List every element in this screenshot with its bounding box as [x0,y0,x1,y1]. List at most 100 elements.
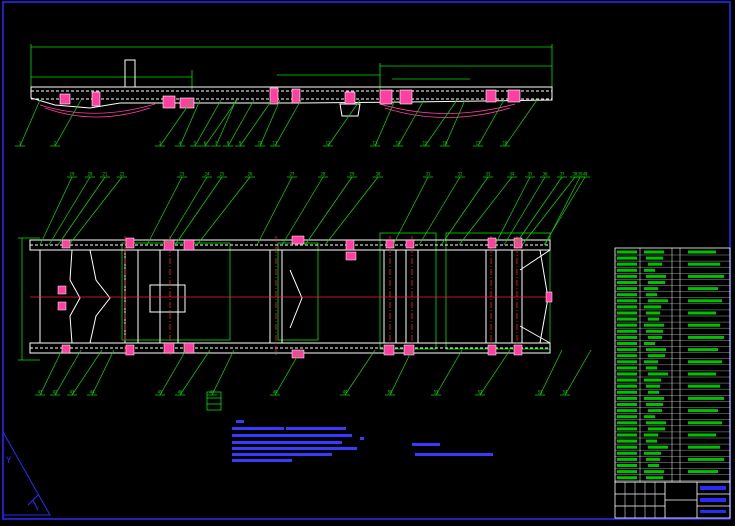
parts-cell-material [688,335,724,339]
parts-cell-name [644,451,661,455]
side-balloon-leader [227,99,255,147]
parts-cell-material [688,311,716,315]
parts-cell-material [688,445,720,449]
parts-cell-code [617,390,637,394]
bottom-balloon-label: 45 [158,390,163,395]
parts-cell-name [646,311,660,315]
side-balloon-leader [397,99,425,147]
parts-cell-code [617,281,637,284]
parts-cell-code [617,409,637,413]
parts-cell-code [617,396,637,400]
parts-cell-code [617,323,637,327]
technical-notes [232,420,493,462]
parts-cell-name [646,366,657,370]
parts-cell-name [646,293,657,297]
bottom-balloon-leader [479,349,511,396]
side-balloon-leader [194,99,222,147]
parts-cell-name [648,317,659,321]
parts-cell-code [617,384,637,388]
bottom-balloon-label: 44 [90,390,95,395]
parts-cell-name [646,256,663,260]
parts-cell-material [688,372,716,376]
parts-cell-code [617,250,637,254]
parts-cell-name [644,396,664,400]
side-balloon-label: 5 [194,141,197,146]
side-balloon-leader [259,99,281,147]
top-balloon-label: 19 [70,172,75,177]
parts-cell-code [617,305,637,309]
parts-cell-name [644,378,661,382]
side-balloon-leader [374,99,396,147]
bottom-balloon-label: 48 [273,390,278,395]
parts-cell-code [617,421,637,425]
bottom-balloon-leader [159,349,187,396]
parts-cell-material [688,384,720,388]
top-balloon-label: 21 [103,172,108,177]
top-balloon-label: 34 [510,172,515,177]
parts-cell-name [648,262,662,266]
parts-cell-code [617,293,637,297]
parts-cell-material [688,348,718,352]
side-balloon-label: 13 [373,141,378,146]
top-balloon-leader [57,176,106,246]
bottom-balloon-leader [539,349,563,396]
bottom-balloon-leader [91,349,115,396]
parts-cell-code [617,378,637,382]
parts-cell-material [688,457,724,461]
side-balloon-leader [504,99,538,147]
top-balloon-leader [440,176,489,246]
parts-cell-material [688,274,724,278]
parts-cell-name [646,421,666,425]
side-balloon-leader [274,99,302,147]
top-balloon-leader [543,176,586,246]
parts-cell-code [617,415,637,419]
parts-cell-code [617,256,637,260]
top-balloon-label: 31 [426,172,431,177]
parts-cell-code [617,299,637,303]
top-balloon-leader [146,176,183,246]
parts-cell-name [648,390,659,394]
top-balloon-leader [304,176,353,246]
side-balloon-label: 7 [215,141,218,146]
top-balloon-leader [68,176,123,246]
parts-cell-name [648,445,668,449]
side-balloon-label: 11 [273,141,278,146]
parts-cell-name [646,348,666,352]
top-balloon-label: 24 [205,172,210,177]
top-balloon-label: 35 [528,172,533,177]
parts-cell-name [644,268,655,272]
parts-cell-name [646,384,660,388]
parts-cell-name [644,287,658,291]
side-balloon-label: 6 [204,141,207,146]
parts-cell-code [617,329,637,333]
top-balloon-leader [165,176,208,246]
top-balloon-label: 22 [120,172,125,177]
parts-cell-code [617,464,637,467]
side-balloon-leader [327,99,361,147]
parts-cell-name [644,433,658,437]
bottom-balloon-label: 52 [478,390,483,395]
parts-cell-code [617,451,637,455]
parts-cell-name [644,470,664,474]
parts-cell-name [646,457,660,461]
top-balloon-leader [281,176,324,246]
parts-cell-material [688,470,718,474]
top-balloon-leader [324,176,379,246]
parts-cell-code [617,445,637,449]
top-balloon-leader [521,176,576,246]
parts-cell-code [617,360,637,364]
parts-cell-name [648,299,668,303]
side-balloon-label: 8 [227,141,230,146]
top-balloon-leader [418,176,461,246]
bottom-balloon-leader [274,349,302,396]
side-balloon-leader [444,99,466,147]
bottom-balloon-label: 41 [38,390,43,395]
bottom-balloon-label: 46 [178,390,183,395]
top-balloon-label: 40 [583,172,588,177]
parts-cell-code [617,274,637,278]
parts-cell-material [688,299,722,303]
bottom-balloon-leader [435,349,463,396]
bottom-balloon-leader [39,349,63,396]
parts-cell-material [688,360,722,364]
